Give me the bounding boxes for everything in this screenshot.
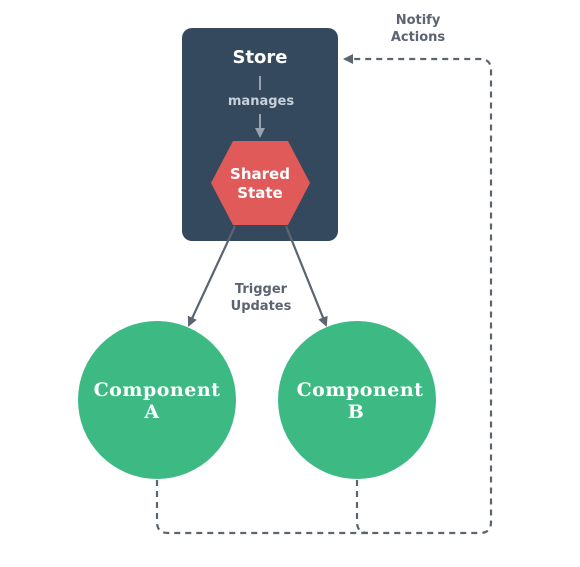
- trigger-label-line1: Trigger: [235, 282, 288, 297]
- component-b-line2: B: [348, 401, 365, 423]
- component-b-line1: Component: [297, 379, 424, 401]
- notify-actions-dashed-path: [155, 54, 493, 535]
- shared-state-line2: State: [237, 184, 282, 202]
- manages-label: manages: [228, 94, 294, 109]
- shared-state-hexagon: [211, 141, 310, 225]
- component-a-line1: Component: [94, 379, 221, 401]
- component-b-circle: [278, 321, 436, 479]
- store-title: Store: [232, 47, 287, 68]
- component-b-node: Component B: [278, 321, 436, 479]
- component-a-line2: A: [143, 401, 159, 423]
- notify-label-line1: Notify: [396, 13, 441, 28]
- trigger-arrow-to-component-b: [284, 225, 328, 327]
- trigger-arrow-to-component-a: [187, 225, 236, 327]
- trigger-label-line2: Updates: [231, 299, 292, 314]
- shared-state-line1: Shared: [230, 165, 290, 183]
- component-b-dashed-connector: [355, 480, 369, 535]
- component-a-circle: [78, 321, 236, 479]
- store-box: Store manages Shared State: [182, 28, 338, 241]
- notify-label-line2: Actions: [391, 30, 446, 45]
- component-a-node: Component A: [78, 321, 236, 479]
